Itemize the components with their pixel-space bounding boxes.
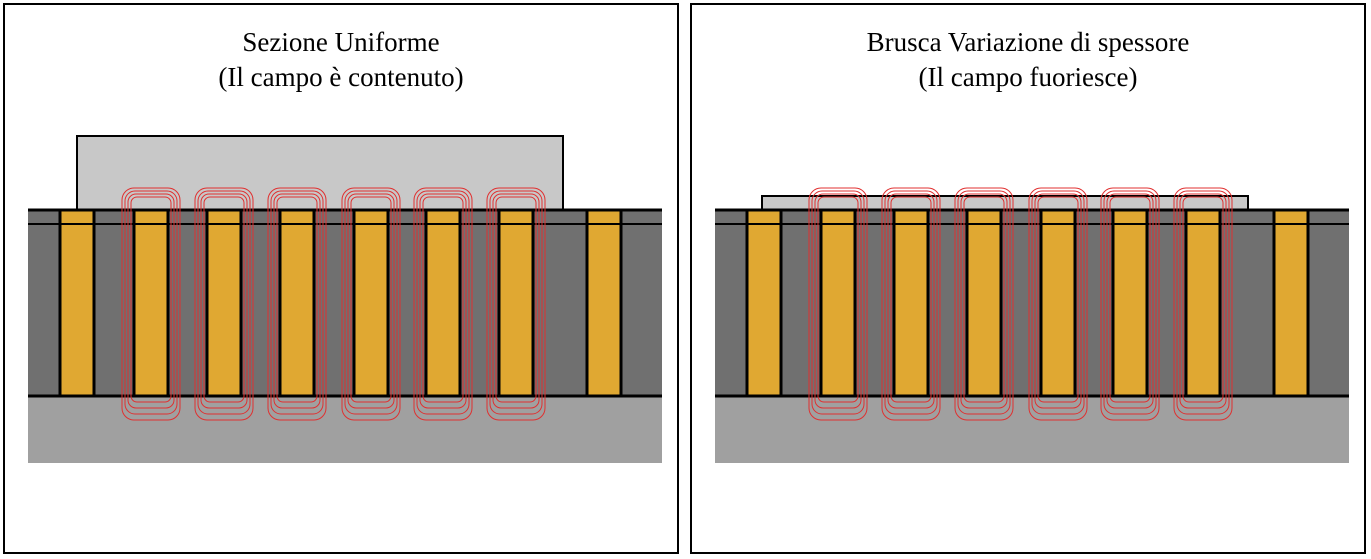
conductor-bar	[205, 208, 243, 398]
field-line	[203, 196, 245, 403]
conductor-bar	[1272, 208, 1310, 398]
field-line	[130, 196, 172, 403]
field-line	[1028, 187, 1088, 421]
field-line	[344, 190, 398, 415]
panel-abrupt-variation: Brusca Variazione di spessore (Il campo …	[690, 3, 1366, 554]
field-line	[413, 187, 473, 421]
field-line	[887, 193, 935, 409]
conductor-bar	[819, 208, 857, 398]
field-line	[817, 196, 859, 403]
field-line	[811, 190, 865, 415]
field-line	[267, 187, 327, 421]
field-line	[486, 187, 546, 421]
field-line	[1103, 190, 1157, 415]
title-line-2: (Il campo fuoriesce)	[918, 62, 1138, 92]
field-line	[1109, 196, 1151, 403]
panel-title: Sezione Uniforme (Il campo è contenuto)	[5, 25, 677, 95]
upper-dielectric-block	[761, 195, 1249, 211]
conductor-bar	[1111, 208, 1149, 398]
field-line	[341, 187, 401, 421]
field-line	[957, 190, 1011, 415]
conductor-bar	[965, 208, 1003, 398]
conductor-bar	[1039, 208, 1077, 398]
title-line-1: Sezione Uniforme	[242, 27, 440, 57]
field-line	[814, 193, 862, 409]
field-line	[121, 187, 181, 421]
field-line	[960, 193, 1008, 409]
field-line	[881, 187, 941, 421]
field-line	[416, 190, 470, 415]
field-line	[963, 196, 1005, 403]
field-line	[350, 196, 392, 403]
field-line	[276, 196, 318, 403]
cross-section-diagram	[715, 187, 1349, 463]
field-line	[419, 193, 467, 409]
field-line	[1031, 190, 1085, 415]
field-line	[1106, 193, 1154, 409]
field-line	[1173, 187, 1233, 421]
title-line-1: Brusca Variazione di spessore	[866, 27, 1190, 57]
conductor-bar	[132, 208, 170, 398]
field-line	[270, 190, 324, 415]
field-line	[273, 193, 321, 409]
field-line	[1182, 196, 1224, 403]
field-line	[489, 190, 543, 415]
conductor-bar	[424, 208, 462, 398]
field-line	[422, 196, 464, 403]
field-line	[124, 190, 178, 415]
field-line	[200, 193, 248, 409]
field-line	[1100, 187, 1160, 421]
field-line	[1179, 193, 1227, 409]
field-line	[495, 196, 537, 403]
field-line	[194, 187, 254, 421]
field-line	[954, 187, 1014, 421]
field-line	[127, 193, 175, 409]
field-line	[347, 193, 395, 409]
conductor-bar	[585, 208, 623, 398]
upper-dielectric-block	[76, 135, 564, 211]
title-line-2: (Il campo è contenuto)	[218, 62, 464, 92]
conductor-bar	[352, 208, 390, 398]
panel-title: Brusca Variazione di spessore (Il campo …	[692, 25, 1364, 95]
field-line	[1176, 190, 1230, 415]
field-line	[492, 193, 540, 409]
field-line	[890, 196, 932, 403]
field-line	[808, 187, 868, 421]
field-line	[197, 190, 251, 415]
conductor-bar	[745, 208, 783, 398]
panel-uniform-section: Sezione Uniforme (Il campo è contenuto)	[3, 3, 679, 554]
conductor-bar	[58, 208, 96, 398]
cross-section-diagram	[28, 135, 662, 463]
conductor-bar	[1184, 208, 1222, 398]
field-line	[1037, 196, 1079, 403]
conductor-bar	[278, 208, 316, 398]
field-line	[884, 190, 938, 415]
field-line	[1034, 193, 1082, 409]
conductor-bar	[497, 208, 535, 398]
conductor-bar	[892, 208, 930, 398]
